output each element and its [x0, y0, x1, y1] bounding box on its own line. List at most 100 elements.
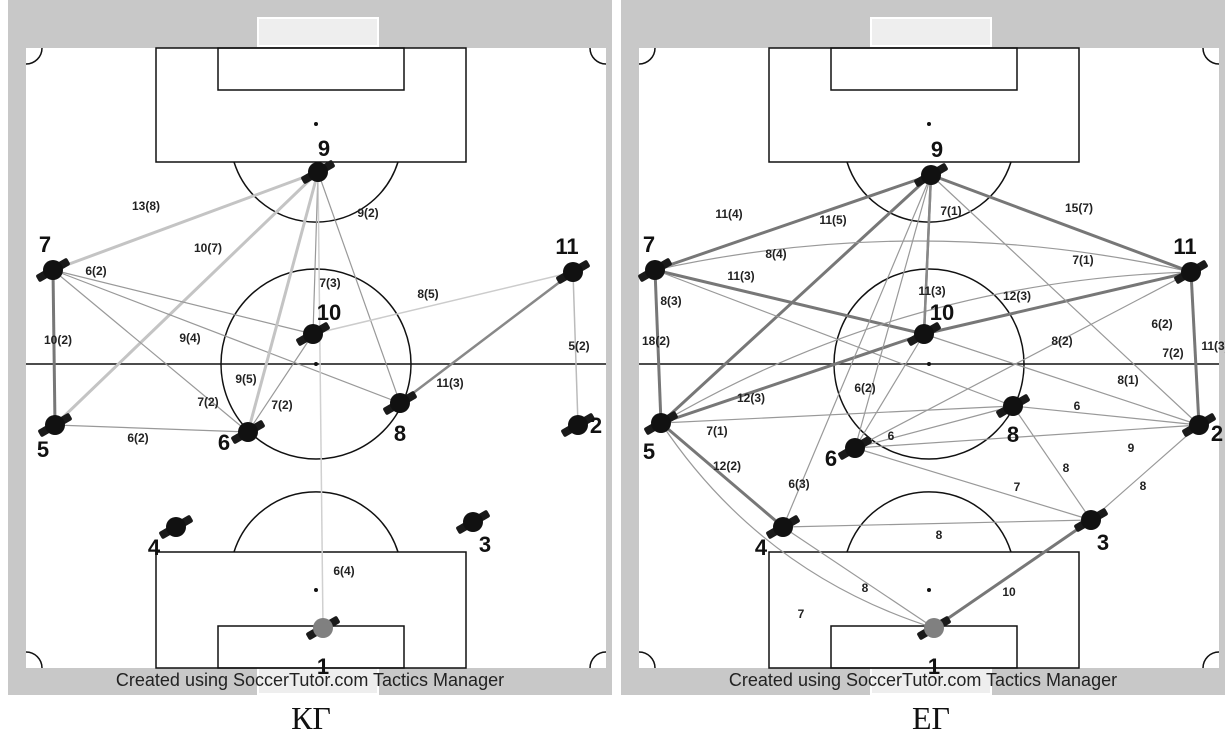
player-marker[interactable]: 9	[300, 136, 335, 184]
six-yard-box-top	[830, 47, 1018, 91]
pass-label: 9	[1128, 441, 1135, 455]
player-icon	[43, 260, 63, 280]
pass-line	[923, 270, 1192, 336]
pass-line	[246, 171, 320, 433]
pass-label: 10	[1002, 585, 1016, 599]
pass-line	[854, 174, 932, 449]
player-icon	[651, 413, 671, 433]
pass-label: 6(2)	[127, 431, 148, 445]
pass-line	[572, 271, 579, 426]
player-marker[interactable]: 9	[913, 137, 948, 187]
pass-label: 13(8)	[132, 199, 160, 213]
player-number: 5	[37, 437, 49, 462]
pass-label: 7	[798, 607, 805, 621]
pass-line	[317, 171, 401, 404]
pass-label: 9(5)	[235, 372, 256, 386]
player-marker[interactable]: 1	[916, 616, 951, 679]
player-marker[interactable]: 6	[218, 420, 266, 455]
player-marker[interactable]: 4	[148, 515, 194, 560]
player-icon	[773, 517, 793, 537]
player-marker[interactable]: 8	[382, 391, 417, 446]
player-marker[interactable]: 3	[1073, 508, 1109, 555]
goalkeeper-icon	[924, 618, 944, 638]
pass-line	[654, 240, 1192, 273]
player-marker[interactable]: 3	[455, 510, 491, 557]
corner-arc	[589, 651, 607, 669]
player-marker[interactable]: 4	[755, 515, 801, 560]
center-spot	[314, 362, 318, 366]
player-number: 6	[218, 430, 230, 455]
player-marker[interactable]: 1	[305, 616, 340, 679]
pass-label: 6(2)	[1151, 317, 1172, 331]
corner-arc	[25, 651, 43, 669]
pass-label: 6	[888, 429, 895, 443]
player-marker[interactable]: 7	[35, 232, 70, 282]
player-marker[interactable]: 5	[37, 413, 73, 462]
penalty-arc-bottom	[846, 491, 1012, 553]
pass-label: 7(1)	[1072, 253, 1093, 267]
pass-label: 8(1)	[1117, 373, 1138, 387]
corner-arc	[1202, 47, 1220, 65]
player-marker[interactable]: 6	[825, 436, 873, 471]
player-icon	[166, 517, 186, 537]
player-number: 1	[928, 654, 940, 679]
player-marker[interactable]: 7	[637, 232, 672, 282]
pass-label: 6(4)	[333, 564, 354, 578]
player-marker[interactable]: 10	[295, 300, 341, 346]
player-marker[interactable]: 2	[1181, 413, 1223, 446]
player-icon	[563, 262, 583, 282]
pass-label: 7(1)	[940, 204, 961, 218]
player-number: 3	[1097, 530, 1109, 555]
pass-label: 6(2)	[854, 381, 875, 395]
pass-label: 12(3)	[1003, 289, 1031, 303]
caption-left: КГ	[291, 700, 331, 736]
player-icon	[390, 393, 410, 413]
player-number: 9	[931, 137, 943, 162]
player-marker[interactable]: 11	[555, 234, 590, 284]
six-yard-box-bottom	[830, 625, 1018, 669]
player-number: 10	[317, 300, 341, 325]
goal-bottom	[257, 667, 379, 695]
player-marker[interactable]: 11	[1173, 234, 1208, 284]
pass-line	[854, 333, 925, 449]
player-number: 4	[148, 535, 161, 560]
pass-lines	[51, 170, 579, 629]
pass-labels: 11(4)11(5)8(4)7(1)15(7)11(3)8(3)18(2)12(…	[642, 201, 1225, 621]
player-number: 10	[930, 300, 954, 325]
pass-line	[930, 173, 1192, 274]
player-number: 2	[1211, 421, 1223, 446]
pass-line	[53, 170, 320, 427]
pass-label: 11(3)	[727, 269, 754, 283]
player-marker[interactable]: 8	[995, 394, 1030, 447]
pass-label: 8	[936, 528, 943, 542]
player-marker[interactable]: 2	[560, 413, 602, 438]
pass-line	[52, 269, 401, 404]
pass-label: 10(7)	[194, 241, 222, 255]
pass-label: 8(2)	[1051, 334, 1072, 348]
player-number: 8	[1007, 422, 1019, 447]
pass-label: 8(4)	[765, 247, 786, 261]
credit-text: Created using SoccerTutor.com Tactics Ma…	[115, 670, 505, 690]
pass-label: 7	[1014, 480, 1021, 494]
corner-arc	[589, 47, 607, 65]
pass-line	[854, 424, 1200, 449]
pass-line	[854, 271, 1192, 449]
penalty-spot-top	[927, 122, 931, 126]
pass-label: 12(2)	[713, 459, 741, 473]
player-marker[interactable]: 10	[906, 300, 954, 346]
pass-label: 7(1)	[706, 424, 727, 438]
pitch-surface	[26, 48, 606, 668]
player-icon	[1003, 396, 1023, 416]
pass-label: 18(2)	[642, 334, 670, 348]
player-number: 8	[394, 421, 406, 446]
pass-line	[660, 422, 935, 629]
penalty-spot-bottom	[314, 588, 318, 592]
credit-text: Created using SoccerTutor.com Tactics Ma…	[728, 670, 1118, 690]
player-marker[interactable]: 5	[643, 411, 679, 464]
player-number: 2	[590, 413, 602, 438]
player-number: 11	[1173, 234, 1196, 259]
six-yard-box-bottom	[217, 625, 405, 669]
pass-line	[659, 173, 933, 425]
goalkeeper-icon	[313, 618, 333, 638]
pass-label: 12(3)	[737, 391, 765, 405]
